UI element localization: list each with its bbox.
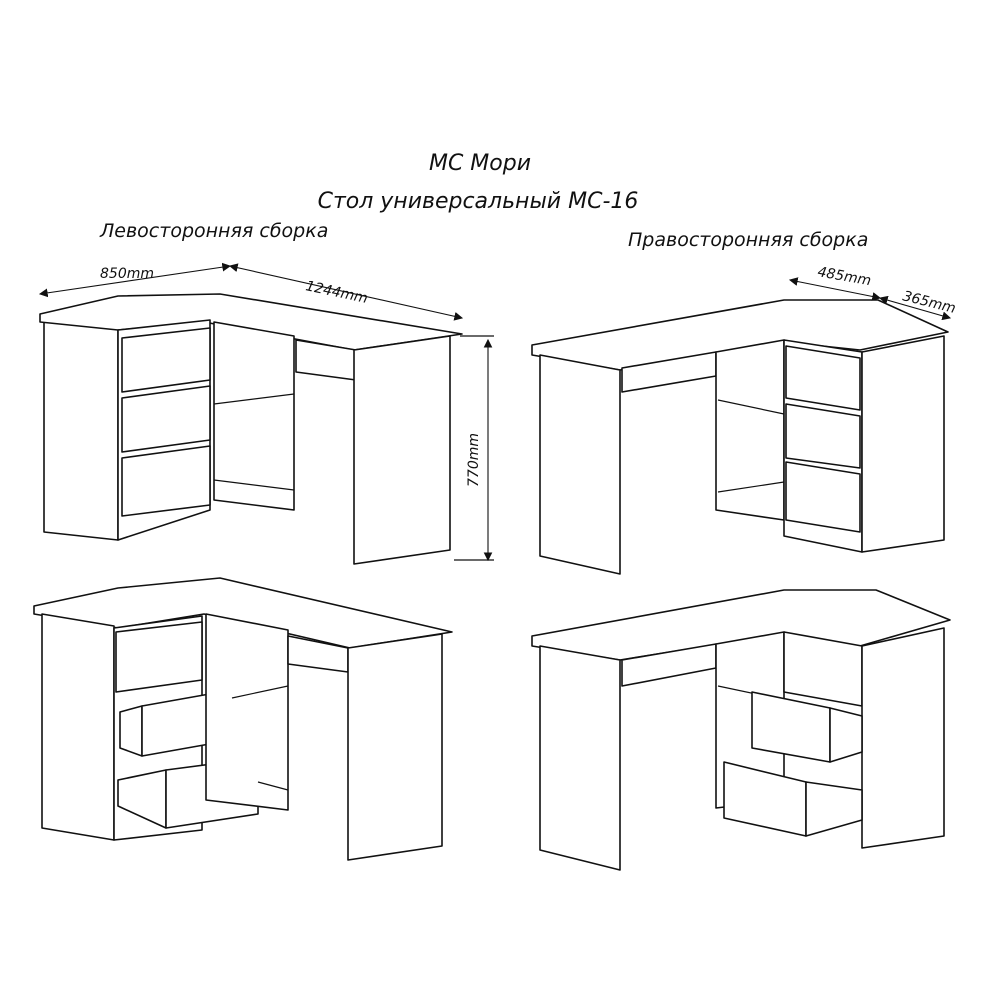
right-assembly-label: Правосторонняя сборка xyxy=(628,229,868,251)
desk-left-closed xyxy=(38,262,494,565)
desk-left-open xyxy=(33,577,453,861)
dim-height: 770mm xyxy=(466,433,482,487)
desk-right-closed xyxy=(531,277,952,575)
product-title: Стол универсальный МС-16 xyxy=(318,189,639,214)
dim-depth: 850mm xyxy=(100,266,154,282)
dim-cabinet-width: 485mm xyxy=(816,264,872,289)
brand-title: МС Мори xyxy=(429,151,531,176)
dim-length: 1244mm xyxy=(304,278,369,307)
desk-right-open xyxy=(531,589,951,871)
dim-cabinet-depth: 365mm xyxy=(901,288,957,317)
left-assembly-label: Левосторонняя сборка xyxy=(99,220,328,242)
